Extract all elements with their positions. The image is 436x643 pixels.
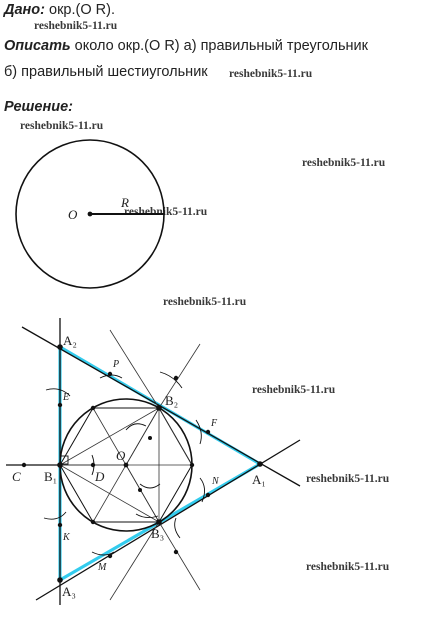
solution-line: Решение: xyxy=(4,99,73,115)
solution-label: Решение: xyxy=(4,99,74,115)
label-p: P xyxy=(112,359,119,370)
task-text-b: б) правильный шестиугольник xyxy=(4,64,208,80)
right-angle-mark xyxy=(59,455,69,465)
compass-arcs xyxy=(43,371,205,556)
label-radius-r: R xyxy=(120,195,129,210)
label-n: N xyxy=(211,476,220,487)
task-line-a: Описать около окр.(O R) а) правильный тр… xyxy=(4,38,368,54)
label-b3: B₃ xyxy=(151,526,164,541)
helper-lines xyxy=(59,329,201,601)
given-text: окр.(O R). xyxy=(44,2,115,18)
watermark: reshebnik5-11.ru xyxy=(229,68,313,80)
watermark: reshebnik5-11.ru xyxy=(252,384,336,396)
task-label: Описать xyxy=(4,38,71,54)
watermark: reshebnik5-11.ru xyxy=(163,296,247,308)
task-text-a: около окр.(O R) а) правильный треугольни… xyxy=(70,38,368,54)
label-a3: A₃ xyxy=(62,584,76,599)
triangle-highlight xyxy=(58,345,261,582)
label-d: D xyxy=(94,469,105,484)
label-f: F xyxy=(210,418,218,429)
label-m: M xyxy=(97,562,107,573)
label-c: C xyxy=(12,469,21,484)
label-o: O xyxy=(116,448,126,463)
given-line: Дано: окр.(O R). xyxy=(4,2,115,18)
label-k: K xyxy=(62,532,71,543)
label-b2: B₂ xyxy=(165,393,178,408)
label-e: E xyxy=(62,392,69,403)
watermark: reshebnik5-11.ru xyxy=(20,120,104,132)
construction-points xyxy=(21,344,263,583)
center-point xyxy=(87,211,93,217)
watermark: reshebnik5-11.ru xyxy=(34,20,118,32)
watermark: reshebnik5-11.ru xyxy=(306,473,390,485)
task-line-b: б) правильный шестиугольник xyxy=(4,64,208,80)
construction-labels: A₂ A₁ A₃ B₁ B₂ B₃ O C D P E F N K M xyxy=(12,333,266,599)
given-label: Дано: xyxy=(4,2,45,18)
label-center-o: O xyxy=(68,207,78,222)
label-a1: A₁ xyxy=(252,472,266,487)
extension-lines xyxy=(6,318,301,605)
label-a2: A₂ xyxy=(63,333,77,348)
watermark: reshebnik5-11.ru xyxy=(306,561,390,573)
label-b1: B₁ xyxy=(44,469,57,484)
watermark: reshebnik5-11.ru xyxy=(302,157,386,169)
